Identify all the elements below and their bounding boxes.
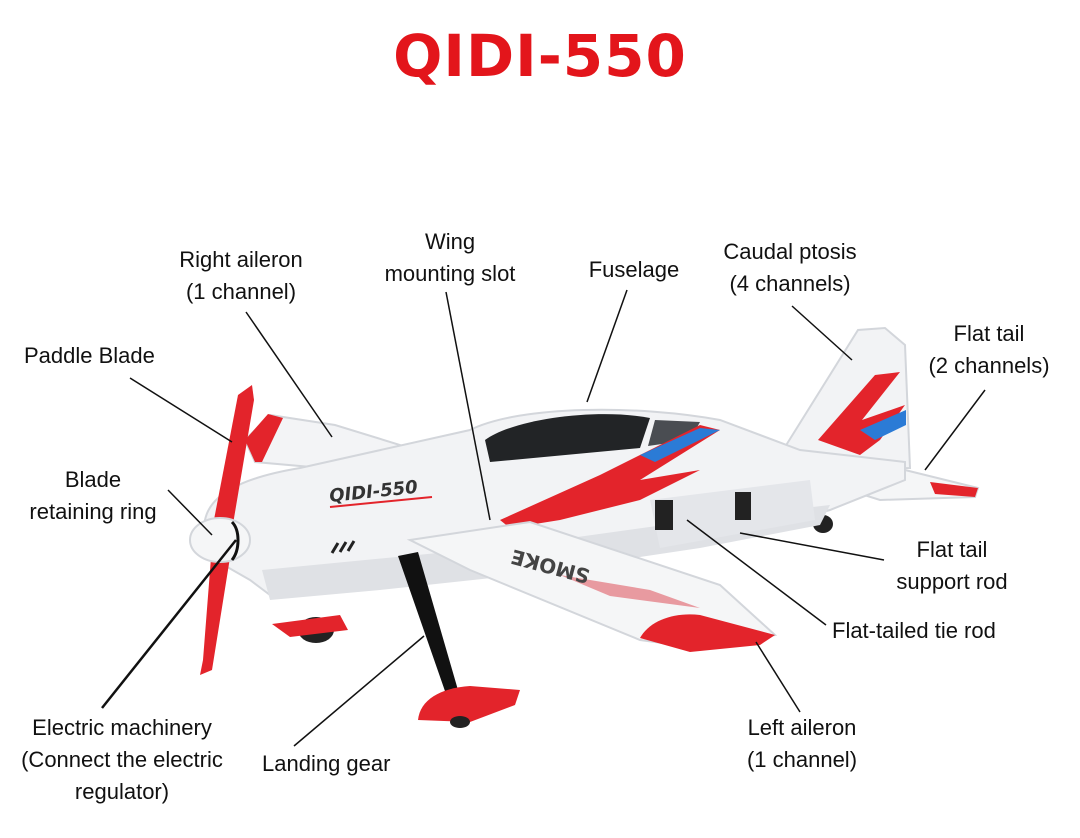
fuselage-stripe-blue — [640, 428, 720, 462]
fuselage-side-panel — [650, 480, 815, 548]
landing-gear-strut — [398, 552, 458, 694]
label-caudal-line1: Caudal ptosis — [723, 239, 857, 264]
label-motor-line2: (Connect the electric — [21, 747, 223, 772]
label-left-aileron: Left aileron (1 channel) — [732, 712, 872, 776]
label-blade-ring-line2: retaining ring — [29, 499, 157, 524]
label-support-rod-line1: Flat tail — [916, 537, 988, 562]
label-caudal: Caudal ptosis (4 channels) — [704, 236, 876, 300]
leader-flat-tail — [924, 389, 986, 471]
landing-gear-wheel — [450, 716, 470, 728]
landing-gear-wheel-pant — [418, 686, 520, 722]
leader-tie-rod — [686, 519, 827, 626]
label-flat-tail-line1: Flat tail — [953, 321, 1025, 346]
leader-landing-gear — [293, 635, 425, 747]
fuselage-decal-underline — [329, 496, 433, 508]
tail-stripe-blue — [860, 410, 906, 440]
propeller-blade-lower — [200, 545, 232, 675]
label-support-rod-line2: support rod — [896, 569, 1008, 594]
leader-caudal — [791, 305, 853, 361]
label-left-aileron-line1: Left aileron — [747, 715, 857, 740]
servo-left — [655, 500, 673, 530]
label-flat-tail-line2: (2 channels) — [928, 353, 1050, 378]
leader-blade-ring — [167, 489, 213, 536]
page-title: QIDI-550 — [393, 22, 687, 90]
label-motor-line1: Electric machinery — [32, 715, 212, 740]
label-blade-ring-line1: Blade — [64, 467, 122, 492]
label-right-aileron-line2: (1 channel) — [185, 279, 297, 304]
canopy — [485, 414, 650, 462]
label-wing-slot-line2: mounting slot — [384, 261, 516, 286]
label-left-aileron-line2: (1 channel) — [746, 747, 858, 772]
label-blade-ring: Blade retaining ring — [18, 464, 168, 528]
label-motor: Electric machinery (Connect the electric… — [4, 712, 240, 808]
leader-support-rod — [739, 532, 885, 561]
label-fuselage-line1: Fuselage — [588, 257, 680, 282]
propeller-blade-upper — [212, 385, 254, 530]
right-wing-tip-red — [245, 414, 283, 462]
retaining-ring — [230, 520, 240, 561]
leader-motor — [101, 539, 237, 709]
cowl-vents — [330, 540, 356, 554]
left-wing-tip-red — [640, 614, 775, 652]
spinner — [189, 517, 251, 563]
leader-right-aileron — [245, 311, 333, 438]
label-paddle-blade-line1: Paddle Blade — [24, 343, 155, 368]
label-landing-gear: Landing gear — [262, 748, 412, 780]
label-caudal-line2: (4 channels) — [729, 271, 851, 296]
label-right-aileron: Right aileron (1 channel) — [160, 244, 322, 308]
label-wing-slot-line1: Wing — [424, 229, 476, 254]
label-tie-rod-line1: Flat-tailed tie rod — [832, 618, 996, 643]
left-wing-stripe — [560, 575, 700, 608]
leader-lines — [101, 289, 986, 747]
label-motor-line3: regulator) — [74, 779, 170, 804]
leader-fuselage — [586, 289, 628, 403]
label-landing-gear-line1: Landing gear — [262, 751, 391, 776]
leader-wing-slot — [445, 291, 491, 521]
label-fuselage: Fuselage — [570, 254, 698, 286]
leader-paddle — [129, 377, 233, 443]
label-wing-slot: Wing mounting slot — [370, 226, 530, 290]
servo-right — [735, 492, 751, 520]
label-right-aileron-line1: Right aileron — [179, 247, 303, 272]
label-paddle-blade: Paddle Blade — [24, 340, 184, 372]
leader-left-aileron — [755, 641, 801, 713]
label-flat-tail: Flat tail (2 channels) — [914, 318, 1064, 382]
wheel-pant-back — [272, 615, 348, 637]
label-support-rod: Flat tail support rod — [884, 534, 1020, 598]
label-tie-rod: Flat-tailed tie rod — [832, 615, 1028, 647]
tail-tip-red — [930, 482, 978, 497]
